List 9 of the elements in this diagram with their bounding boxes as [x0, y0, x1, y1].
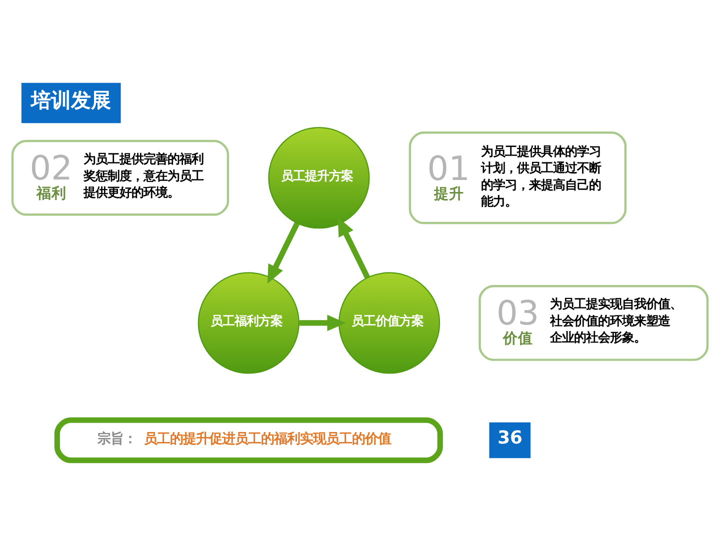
arrow: [299, 314, 346, 331]
node-circle: 员工福利方案: [198, 272, 300, 374]
node-box: 宗旨： 员工的提升促进员工的福利实现员工的价值: [54, 416, 443, 463]
arrow: [267, 222, 300, 284]
node-circle: 员工价值方案: [338, 272, 440, 374]
arrow: [338, 216, 370, 278]
node-circle: 员工提升方案: [268, 126, 370, 228]
label: 36: [498, 426, 522, 448]
diagram-title: 培训发展: [30, 87, 111, 112]
